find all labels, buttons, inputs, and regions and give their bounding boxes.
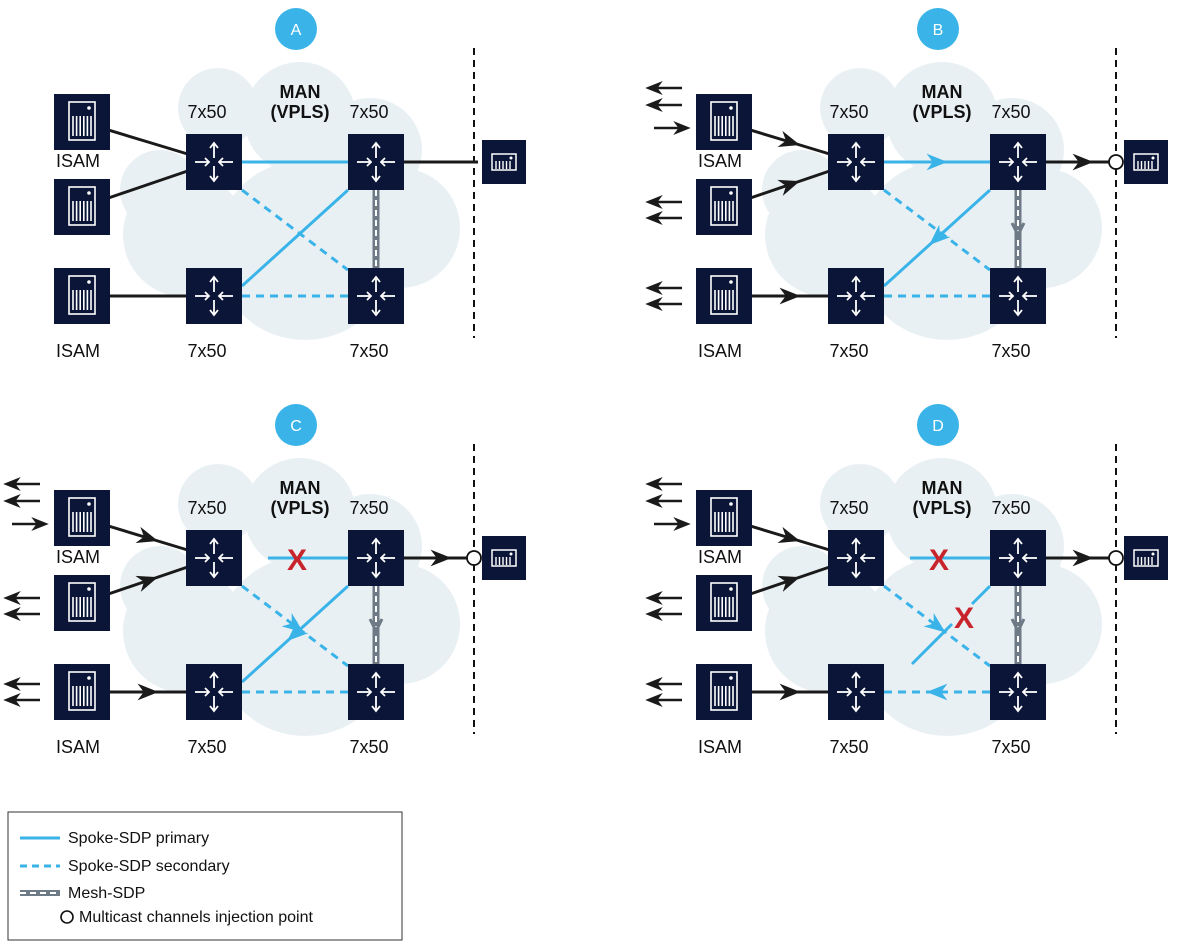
vpls-label: (VPLS): [270, 498, 329, 518]
legend-secondary-label: Spoke-SDP secondary: [68, 858, 230, 875]
router-label-bottom-right: 7x50: [991, 341, 1030, 361]
isam-label-bottom: ISAM: [698, 737, 742, 757]
isam-top: [696, 490, 752, 546]
isam-label-bottom: ISAM: [56, 737, 100, 757]
router-label-bottom-right: 7x50: [349, 737, 388, 757]
router-label-top-right: 7x50: [349, 498, 388, 518]
isam-bottom: [54, 664, 110, 720]
vpls-label: (VPLS): [270, 102, 329, 122]
router-bottom-left: [828, 664, 884, 720]
isam-middle: [54, 575, 110, 631]
router-top-left: [828, 134, 884, 190]
multicast-source: [482, 140, 526, 184]
router-label-top-left: 7x50: [187, 102, 226, 122]
isam-label-top: ISAM: [698, 151, 742, 171]
router-label-top-right: 7x50: [991, 102, 1030, 122]
router-top-right: [990, 134, 1046, 190]
isam-bottom: [696, 664, 752, 720]
legend: Spoke-SDP primary Spoke-SDP secondary Me…: [7, 811, 403, 941]
isam-middle: [696, 575, 752, 631]
router-label-top-left: 7x50: [829, 498, 868, 518]
router-bottom-right: [990, 664, 1046, 720]
legend-box: [7, 811, 403, 941]
isam-middle: [54, 179, 110, 235]
multicast-source: [1124, 536, 1168, 580]
router-bottom-left: [828, 268, 884, 324]
isam-label-bottom: ISAM: [56, 341, 100, 361]
legend-injection-label: Multicast channels injection point: [79, 909, 313, 926]
router-bottom-right: [348, 664, 404, 720]
router-bottom-left: [186, 268, 242, 324]
spoke-primary-diagonal: [240, 584, 350, 684]
man-label: MAN: [922, 82, 963, 102]
man-label: MAN: [922, 478, 963, 498]
multicast-source: [482, 536, 526, 580]
isam-label-bottom: ISAM: [698, 341, 742, 361]
router-label-top-left: 7x50: [829, 102, 868, 122]
failure-mark: X: [287, 544, 307, 577]
mesh-sdp-link: [1010, 190, 1026, 268]
legend-injection-icon: [60, 910, 74, 924]
isam-middle: [696, 179, 752, 235]
router-label-bottom-left: 7x50: [829, 341, 868, 361]
router-label-bottom-left: 7x50: [187, 341, 226, 361]
multicast-source: [1124, 140, 1168, 184]
panel-badge-label: B: [933, 22, 944, 39]
isam-top: [54, 94, 110, 150]
router-top-right: [348, 134, 404, 190]
legend-mesh-label: Mesh-SDP: [68, 885, 145, 902]
isam-top: [696, 94, 752, 150]
panel-badge: [275, 8, 317, 50]
router-bottom-right: [990, 268, 1046, 324]
isam-top: [54, 490, 110, 546]
man-cloud: [120, 62, 460, 340]
panel-badge-label: C: [290, 418, 302, 435]
vpls-label: (VPLS): [912, 498, 971, 518]
router-top-left: [186, 530, 242, 586]
mesh-sdp-link: [368, 586, 384, 664]
router-top-left: [186, 134, 242, 190]
failure-mark: X: [954, 602, 974, 635]
injection-point: [466, 550, 482, 566]
router-top-right: [990, 530, 1046, 586]
spoke-primary-diagonal-failed-a: [970, 584, 992, 606]
router-bottom-right: [348, 268, 404, 324]
isam-label-top: ISAM: [56, 547, 100, 567]
router-label-bottom-right: 7x50: [349, 341, 388, 361]
panel-badge: [917, 404, 959, 446]
man-label: MAN: [280, 82, 321, 102]
isam-label-top: ISAM: [698, 547, 742, 567]
router-top-left: [828, 530, 884, 586]
isam-label-top: ISAM: [56, 151, 100, 171]
spoke-primary-diagonal: [882, 188, 992, 288]
failure-mark: X: [929, 544, 949, 577]
mesh-sdp-link: [1010, 586, 1026, 664]
router-top-right: [348, 530, 404, 586]
router-bottom-left: [186, 664, 242, 720]
panel-badge-label: D: [932, 418, 944, 435]
man-label: MAN: [280, 478, 321, 498]
panel-badge: [917, 8, 959, 50]
panel-badge-label: A: [291, 22, 302, 39]
injection-point: [1108, 550, 1124, 566]
legend-primary-label: Spoke-SDP primary: [68, 830, 209, 847]
router-label-top-left: 7x50: [187, 498, 226, 518]
router-label-bottom-left: 7x50: [187, 737, 226, 757]
vpls-label: (VPLS): [912, 102, 971, 122]
isam-bottom: [54, 268, 110, 324]
injection-point: [1108, 154, 1124, 170]
router-label-top-right: 7x50: [991, 498, 1030, 518]
isam-bottom: [696, 268, 752, 324]
router-label-bottom-right: 7x50: [991, 737, 1030, 757]
panel-badge: [275, 404, 317, 446]
router-label-top-right: 7x50: [349, 102, 388, 122]
spoke-primary-diagonal: [240, 188, 350, 288]
router-label-bottom-left: 7x50: [829, 737, 868, 757]
